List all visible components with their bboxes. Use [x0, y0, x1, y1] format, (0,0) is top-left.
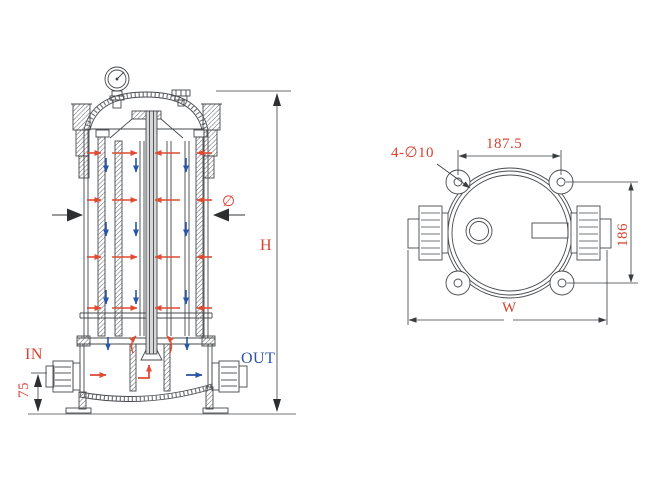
nameplate [531, 222, 569, 239]
side-port-arrows [52, 208, 245, 222]
pressure-gauge-icon [104, 66, 130, 109]
clamp-collar-right [201, 103, 222, 179]
width-dimension [407, 250, 608, 325]
gauge-port-inner [469, 221, 489, 241]
bolt-holes-note-label: 4-∅10 [391, 145, 435, 161]
top-view [407, 150, 638, 325]
inlet-height-dimension-lines [31, 372, 47, 412]
bolt-spacing-label: 187.5 [486, 136, 523, 152]
flow-arrows-inward [87, 150, 212, 311]
mounting-lugs [445, 169, 575, 296]
gauge-port [465, 217, 493, 245]
clamp-collar-left [71, 103, 92, 179]
inlet-pipe [45, 360, 81, 393]
coupling-right [570, 205, 612, 261]
width-dimension-label: W [502, 300, 517, 316]
inlet-height-dimension-label: 75 [16, 382, 32, 398]
vertical-spacing-dimension [566, 181, 638, 284]
bolt-spacing-dimension [457, 150, 562, 175]
flow-arrows-down [103, 158, 190, 351]
outlet-label: OUT [241, 350, 276, 367]
height-dimension-label: H [260, 237, 273, 254]
port-diameter-label: ∅ [222, 194, 236, 210]
side-view [28, 66, 296, 415]
height-dimension-lines [216, 90, 291, 412]
outlet-pipe [211, 360, 248, 393]
coupling-left [407, 205, 449, 261]
base-feet [28, 386, 296, 415]
vent-valve-icon [171, 89, 191, 107]
inlet-label: IN [25, 346, 43, 363]
vertical-spacing-label: 186 [615, 223, 631, 247]
bolt-hole-leader [436, 163, 471, 189]
